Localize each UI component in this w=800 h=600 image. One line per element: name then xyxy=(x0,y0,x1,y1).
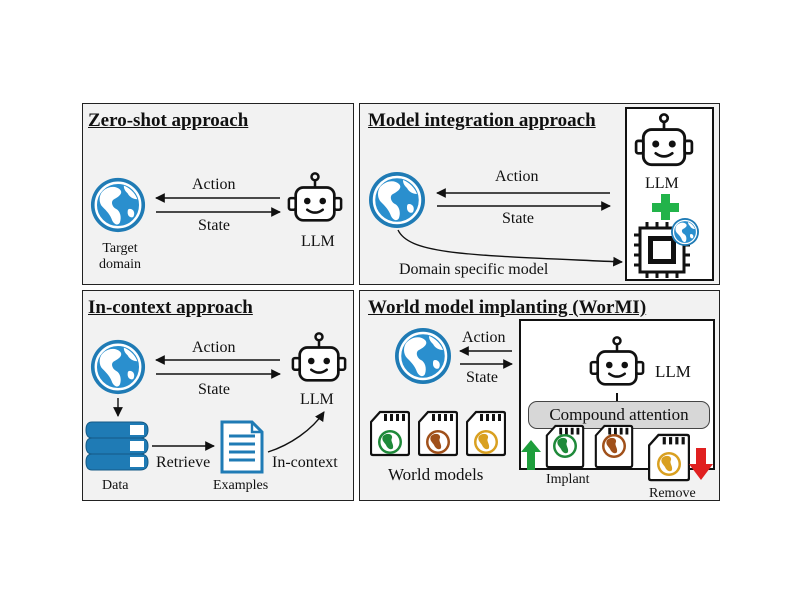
robot-icon xyxy=(291,332,347,382)
plus-icon xyxy=(652,194,679,220)
wormi-llm-label: LLM xyxy=(655,362,691,381)
target-domain-label: Target domain xyxy=(94,241,146,273)
in-context-label: In-context xyxy=(272,454,338,471)
in-context-state-label: State xyxy=(198,381,230,398)
books-icon xyxy=(85,421,149,471)
zero-shot-state-label: State xyxy=(198,217,230,234)
robot-icon xyxy=(287,172,343,222)
sd-card-icon xyxy=(418,410,458,457)
zero-shot-llm-label: LLM xyxy=(301,233,335,250)
data-label: Data xyxy=(102,478,129,493)
globe-icon xyxy=(367,170,427,230)
in-context-action-label: Action xyxy=(192,339,236,356)
globe-icon xyxy=(89,176,147,234)
robot-icon xyxy=(589,336,645,386)
down-arrow-icon xyxy=(689,448,713,480)
model-integration-title: Model integration approach xyxy=(368,110,596,131)
world-models-label: World models xyxy=(388,465,484,484)
sd-card-icon xyxy=(466,410,506,457)
robot-icon xyxy=(634,113,694,167)
wormi-state-label: State xyxy=(466,369,498,386)
domain-specific-model-label: Domain specific model xyxy=(399,261,549,278)
sd-card-icon xyxy=(370,410,410,457)
integration-state-label: State xyxy=(502,210,534,227)
globe-icon xyxy=(393,326,453,386)
sd-card-icon xyxy=(594,424,634,468)
globe-icon xyxy=(670,217,700,247)
retrieve-label: Retrieve xyxy=(156,454,211,471)
integration-llm-label: LLM xyxy=(645,175,679,192)
document-icon xyxy=(220,420,264,474)
integration-action-label: Action xyxy=(495,168,539,185)
in-context-title: In-context approach xyxy=(88,297,253,318)
examples-label: Examples xyxy=(213,478,269,493)
implant-label: Implant xyxy=(546,472,590,487)
zero-shot-title: Zero-shot approach xyxy=(88,110,249,131)
in-context-llm-label: LLM xyxy=(300,391,334,408)
remove-label: Remove xyxy=(649,486,696,501)
target-domain-line1: Target xyxy=(102,241,138,256)
sd-card-icon xyxy=(545,424,585,468)
up-arrow-icon xyxy=(521,440,541,470)
sd-card-icon xyxy=(648,433,690,482)
zero-shot-action-label: Action xyxy=(192,176,236,193)
wormi-action-label: Action xyxy=(462,329,506,346)
wormi-title: World model implanting (WorMI) xyxy=(368,297,647,318)
globe-icon xyxy=(89,338,147,396)
target-domain-line2: domain xyxy=(99,257,141,273)
